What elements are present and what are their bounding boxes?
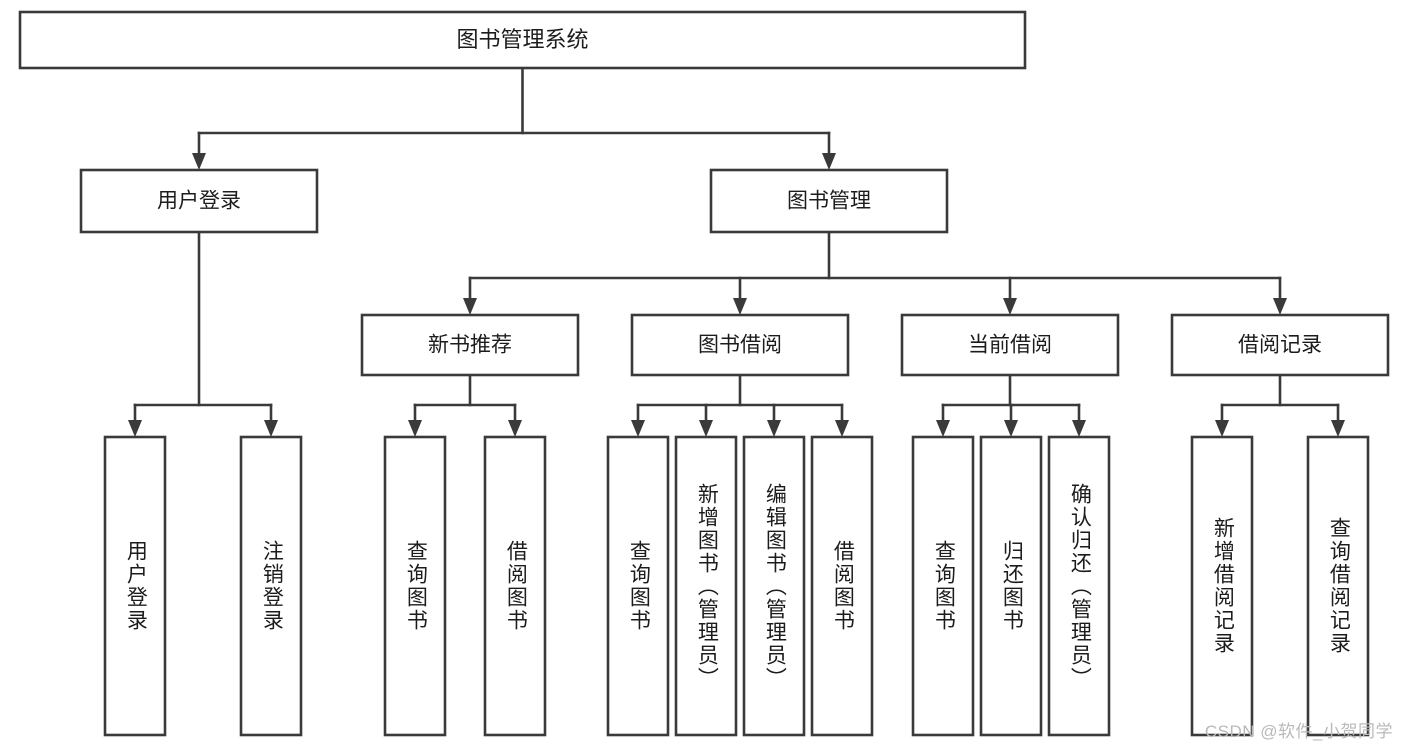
arrow-down-icon-borrow-record: [1273, 298, 1287, 315]
node-root-label: 图书管理系统: [456, 27, 588, 52]
arrow-down-icon-leaf-borrow-book-recommend: [508, 420, 522, 437]
node-borrow-record-label: 借阅记录: [1238, 334, 1322, 357]
node-leaf-add-borrow-record[interactable]: [1190, 435, 1254, 737]
arrow-down-icon-book-borrow: [733, 298, 747, 315]
arrow-down-icon-leaf-query-borrow-record: [1331, 420, 1345, 437]
node-leaf-user-login[interactable]: [103, 435, 167, 737]
node-leaf-query-borrow-record[interactable]: [1306, 435, 1370, 737]
node-current-borrow-label: 当前借阅: [968, 334, 1052, 357]
node-borrow-record[interactable]: [1170, 313, 1390, 377]
node-leaf-query-book-recommend[interactable]: [383, 435, 447, 737]
arrow-down-icon-leaf-add-borrow-record: [1215, 420, 1229, 437]
node-leaf-query-book-current[interactable]: [911, 435, 975, 737]
arrow-down-icon-leaf-query-book-recommend: [408, 420, 422, 437]
arrow-down-icon-leaf-user-login: [128, 420, 142, 437]
node-root-book-management-system[interactable]: [18, 10, 1027, 70]
node-user-login-label: 用户登录: [157, 190, 241, 213]
node-user-login[interactable]: [79, 168, 319, 234]
arrow-down-icon-leaf-add-book-admin: [699, 420, 713, 437]
node-book-management[interactable]: [709, 168, 949, 234]
node-current-borrow[interactable]: [900, 313, 1120, 377]
node-leaf-user-logout[interactable]: [239, 435, 303, 737]
node-leaf-borrow-book[interactable]: [810, 435, 874, 737]
arrow-down-icon-current-borrow: [1003, 298, 1017, 315]
arrow-down-icon-leaf-return-book: [1004, 420, 1018, 437]
node-leaf-query-book-borrow[interactable]: [606, 435, 670, 737]
arrow-down-icon-leaf-confirm-return-admin: [1072, 420, 1086, 437]
arrow-down-icon-leaf-query-book-current: [936, 420, 950, 437]
node-leaf-add-book-admin[interactable]: [674, 435, 738, 737]
node-leaf-return-book[interactable]: [979, 435, 1043, 737]
arrow-down-icon-leaf-borrow-book: [835, 420, 849, 437]
arrow-down-icon-leaf-user-logout: [264, 420, 278, 437]
node-new-book-recommend-label: 新书推荐: [428, 334, 512, 357]
arrow-down-icon-user-login: [192, 153, 206, 170]
node-new-book-recommend[interactable]: [360, 313, 580, 377]
node-leaf-edit-book-admin[interactable]: [742, 435, 806, 737]
arrow-down-icon-leaf-edit-book-admin: [767, 420, 781, 437]
arrow-down-icon-book-management: [822, 153, 836, 170]
node-leaf-borrow-book-recommend[interactable]: [483, 435, 547, 737]
node-book-management-label: 图书管理: [787, 190, 871, 213]
arrow-down-icon-new-book-recommend: [463, 298, 477, 315]
connectors-layer: [128, 66, 1345, 437]
node-book-borrow[interactable]: [630, 313, 850, 377]
watermark-text: CSDN @软件_小贺同学: [1204, 722, 1393, 741]
node-book-borrow-label: 图书借阅: [698, 334, 782, 357]
arrow-down-icon-leaf-query-book-borrow: [631, 420, 645, 437]
node-leaf-confirm-return-admin[interactable]: [1047, 435, 1111, 737]
